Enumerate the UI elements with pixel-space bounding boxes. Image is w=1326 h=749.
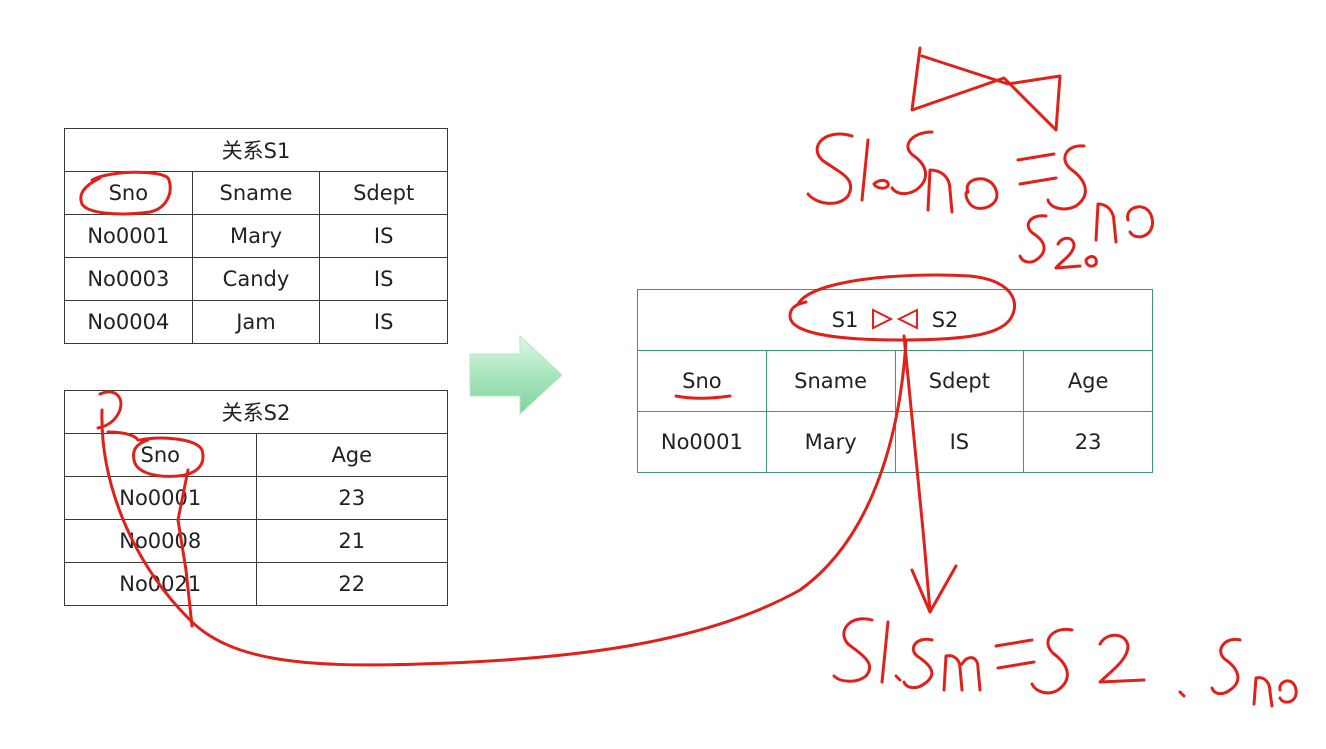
handwriting-top-o2 xyxy=(1126,205,1154,239)
handwriting-top-eq xyxy=(1016,152,1058,186)
s2-cell: 22 xyxy=(255,562,448,606)
result-header-sno: Sno xyxy=(637,350,767,412)
caption-s1: S1 xyxy=(831,308,859,332)
handwriting-bottom-2 xyxy=(1098,633,1146,684)
table-row: No0001 23 xyxy=(64,476,448,520)
result-header-sdept: Sdept xyxy=(894,350,1025,412)
caption-s2: S2 xyxy=(931,308,959,332)
s1-cell: Jam xyxy=(191,300,321,344)
s1-cell: Mary xyxy=(191,214,321,258)
result-header-sname: Sname xyxy=(765,350,896,412)
handwriting-bottom-s2 xyxy=(902,637,934,690)
s1-header-sdept: Sdept xyxy=(319,171,448,215)
s1-cell: No0003 xyxy=(64,257,193,301)
natural-join-icon xyxy=(872,308,918,330)
join-result-table: S1 S2 Sno Sname Sdept Age No0001 Mary IS… xyxy=(637,289,1153,473)
result-cell: IS xyxy=(894,411,1025,473)
handwriting-bottom-s4 xyxy=(1210,637,1242,696)
handwriting-bottom-o xyxy=(1278,679,1298,704)
handwriting-bottom-dot2 xyxy=(1178,690,1186,698)
s2-header-sno: Sno xyxy=(64,433,257,477)
handwriting-top-s3 xyxy=(1046,144,1087,211)
s1-header-sname: Sname xyxy=(191,171,321,215)
handwriting-bottom-s xyxy=(832,617,874,683)
s1-cell: Candy xyxy=(191,257,321,301)
handwriting-top-dot xyxy=(872,178,890,190)
s1-header-sno: Sno xyxy=(64,171,193,215)
relation-s1-caption: 关系S1 xyxy=(64,128,448,172)
handwriting-top-s xyxy=(806,132,854,205)
table-row: No0001 Mary IS xyxy=(64,214,448,258)
result-header-age: Age xyxy=(1023,350,1153,412)
table-row: No0004 Jam IS xyxy=(64,300,448,344)
result-cell: No0001 xyxy=(637,411,767,473)
s2-header-age: Age xyxy=(255,433,448,477)
s1-cell: IS xyxy=(319,214,448,258)
s2-cell: 23 xyxy=(255,476,448,520)
result-cell: 23 xyxy=(1023,411,1153,473)
table-row: No0008 21 xyxy=(64,519,448,563)
handwriting-top-s2b xyxy=(1018,214,1048,264)
table-row: No0001 Mary IS 23 xyxy=(637,411,1153,473)
arrow-down-head xyxy=(910,564,958,614)
handwriting-top-s2 xyxy=(890,130,934,196)
handwriting-bottom-n xyxy=(1252,676,1274,708)
handwriting-top-n xyxy=(926,168,954,214)
result-cell: Mary xyxy=(765,411,896,473)
relation-s1-table: 关系S1 Sno Sname Sdept No0001 Mary IS No00… xyxy=(64,128,448,344)
s1-cell: IS xyxy=(319,257,448,301)
handwriting-top-2 xyxy=(1054,236,1082,270)
handwriting-bottom-s3 xyxy=(1030,627,1074,695)
handwriting-top-1 xyxy=(860,138,870,202)
handwriting-bottom-dot xyxy=(894,674,902,682)
table-row: No0003 Candy IS xyxy=(64,257,448,301)
handwriting-bottom-m xyxy=(942,654,982,692)
s2-cell: No0008 xyxy=(64,519,257,563)
relation-s2-caption: 关系S2 xyxy=(64,390,448,434)
s2-cell: No0021 xyxy=(64,562,257,606)
join-result-caption: S1 S2 xyxy=(637,289,1153,351)
s1-cell: IS xyxy=(319,300,448,344)
handwriting-bottom-eq xyxy=(994,638,1036,670)
handwriting-top-o xyxy=(964,177,999,210)
handwriting-top-n2 xyxy=(1094,202,1118,244)
handwriting-bottom-1 xyxy=(880,620,890,684)
join-symbol-sketch xyxy=(910,46,1062,132)
s1-cell: No0001 xyxy=(64,214,193,258)
s1-cell: No0004 xyxy=(64,300,193,344)
s2-cell: 21 xyxy=(255,519,448,563)
table-row: No0021 22 xyxy=(64,562,448,606)
s2-cell: No0001 xyxy=(64,476,257,520)
handwriting-top-dot2 xyxy=(1084,255,1098,268)
relation-s2-table: 关系S2 Sno Age No0001 23 No0008 21 No0021 … xyxy=(64,390,448,606)
right-arrow-icon xyxy=(469,334,563,416)
